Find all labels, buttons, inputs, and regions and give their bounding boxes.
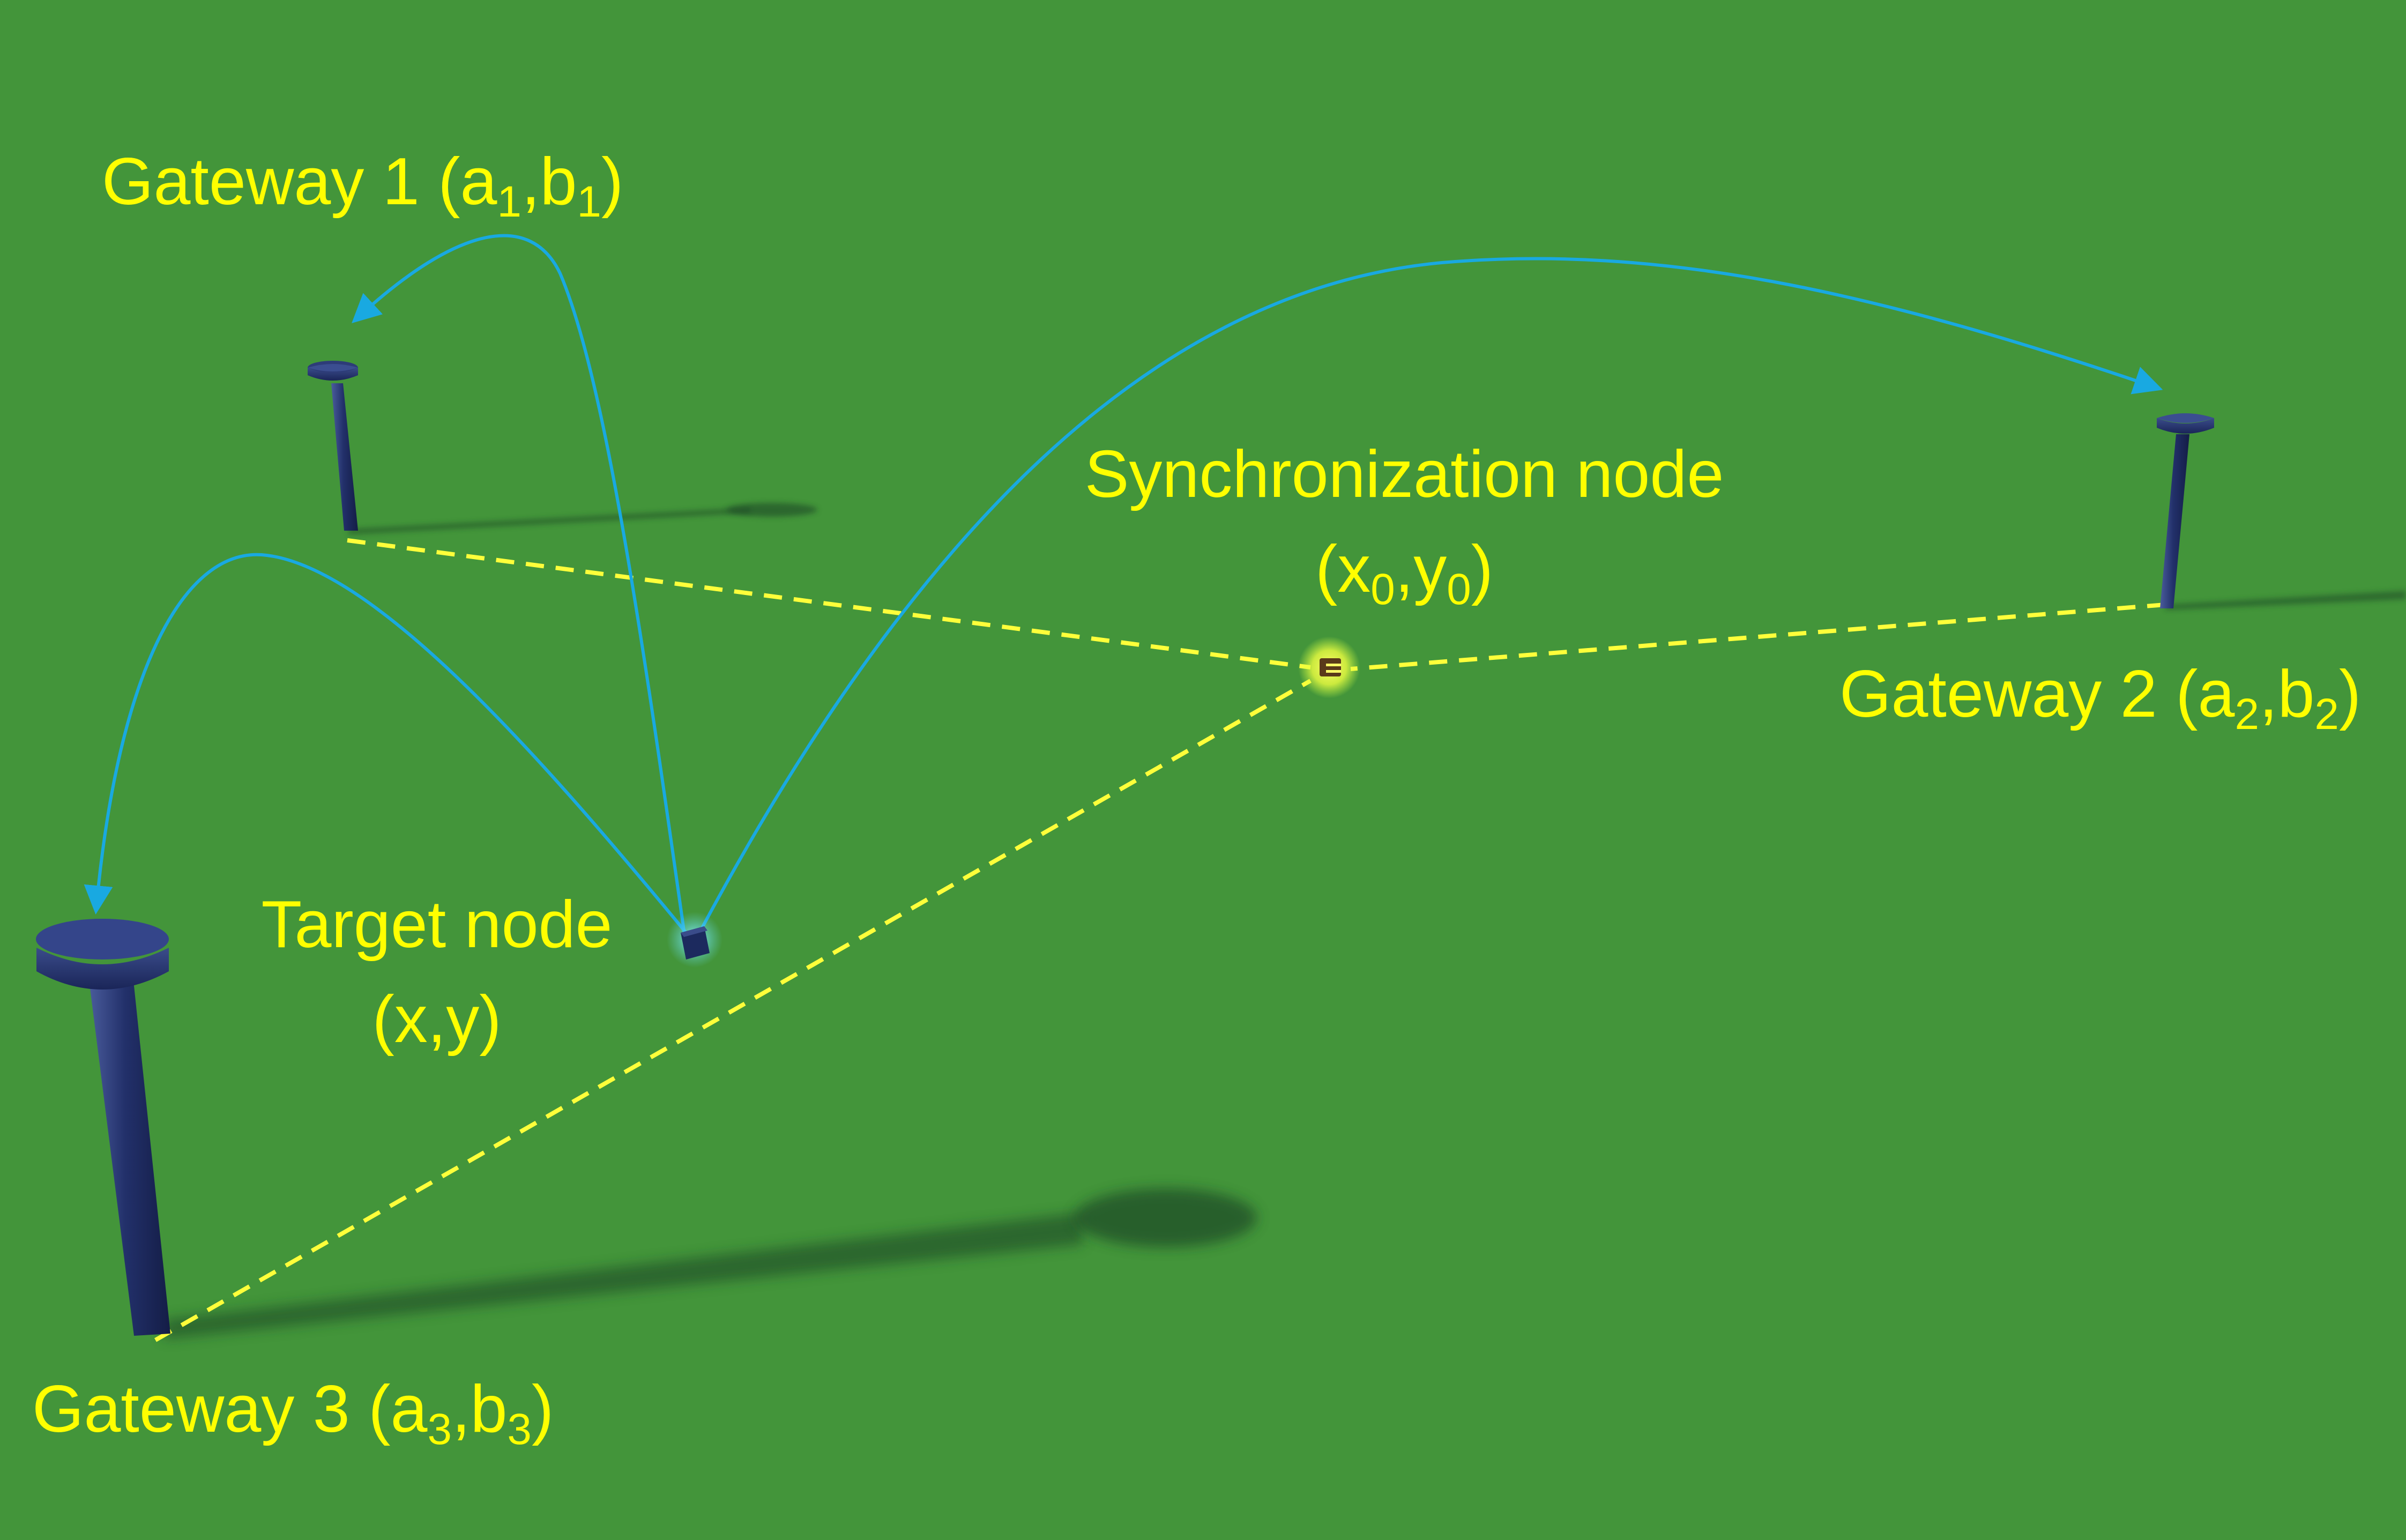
link-gateway3-sync bbox=[154, 679, 1312, 1342]
gateway1-shadow-cap bbox=[726, 503, 817, 517]
gateway2-coord-mid: ,b bbox=[2259, 657, 2315, 731]
gateway2-name: Gateway 2 bbox=[1839, 657, 2157, 731]
gateway3-shadow-cap bbox=[1075, 1188, 1257, 1247]
gateway2-sub-a: 2 bbox=[2234, 689, 2259, 739]
target-node-label: Target node (x,y) bbox=[225, 883, 649, 1061]
sync-node-coords: (x0,y0) bbox=[1045, 528, 1763, 611]
target-node-coords: (x,y) bbox=[372, 983, 502, 1057]
gateway3-coord-close: ) bbox=[531, 1372, 554, 1446]
gateway1-label: Gateway 1 (a1,b1) bbox=[102, 140, 623, 224]
gateway3-name: Gateway 3 bbox=[32, 1372, 350, 1446]
gateway2-coord-close: ) bbox=[2338, 657, 2362, 731]
sync-coord-mid: ,y bbox=[1395, 532, 1447, 606]
signal-arrows bbox=[84, 234, 2163, 939]
sync-sub-x: 0 bbox=[1370, 564, 1395, 614]
gateway3-coord-mid: ,b bbox=[452, 1372, 508, 1446]
dashed-links bbox=[154, 538, 2166, 1342]
gateway1-icon bbox=[308, 361, 358, 531]
gateway3-icon bbox=[36, 919, 170, 1336]
arrow-to-gateway3 bbox=[84, 553, 688, 934]
target-node-title: Target node bbox=[261, 888, 613, 962]
gateway3-sub-a: 3 bbox=[427, 1404, 452, 1454]
gateway3-sub-b: 3 bbox=[507, 1404, 532, 1454]
gateway2-icon bbox=[2157, 413, 2214, 608]
shadows bbox=[163, 503, 2406, 1339]
sync-coord-open: (x bbox=[1315, 532, 1371, 606]
arrow-to-gateway1 bbox=[352, 234, 687, 939]
sync-node-label: Synchronization node (x0,y0) bbox=[1045, 433, 1763, 611]
link-gateway1-sync bbox=[347, 538, 1311, 669]
gateway2-shadow bbox=[2165, 591, 2406, 610]
link-gateway2-sync bbox=[1350, 602, 2166, 671]
sync-coord-close: ) bbox=[1471, 532, 1494, 606]
sync-node-icon bbox=[1298, 636, 1360, 698]
gateway1-sub-b: 1 bbox=[577, 177, 601, 226]
gateway3-label: Gateway 3 (a3,b3) bbox=[32, 1368, 554, 1451]
sync-sub-y: 0 bbox=[1447, 564, 1471, 614]
gateway3-coord-open: (a bbox=[349, 1372, 428, 1446]
gateway3-shadow bbox=[163, 1212, 1083, 1339]
gateway1-coord-open: (a bbox=[419, 145, 497, 219]
arrow-to-gateway2 bbox=[698, 257, 2163, 934]
sync-node-title: Synchronization node bbox=[1084, 437, 1724, 511]
gateway1-sub-a: 1 bbox=[497, 177, 522, 226]
gateway1-coord-close: ) bbox=[601, 145, 624, 219]
gateway2-label: Gateway 2 (a2,b2) bbox=[1839, 653, 2361, 736]
gateway2-coord-open: (a bbox=[2157, 657, 2235, 731]
target-node-icon bbox=[667, 912, 722, 968]
gateway1-shadow bbox=[348, 508, 750, 534]
gateway2-sub-b: 2 bbox=[2314, 689, 2339, 739]
gateway1-name: Gateway 1 bbox=[102, 145, 420, 219]
gateway1-coord-mid: ,b bbox=[522, 145, 577, 219]
